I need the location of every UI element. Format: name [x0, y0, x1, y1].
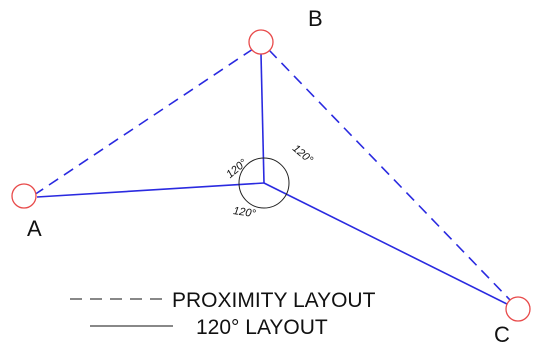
node-b [248, 29, 274, 55]
node-c [505, 296, 531, 322]
dashed-line-b-c [268, 49, 512, 302]
label-c: C [494, 322, 510, 344]
solid-line-center-b [260, 53, 265, 184]
node-a [11, 183, 37, 209]
solid-line-center-a [36, 182, 265, 198]
legend-solid-label: 120° LAYOUT [196, 316, 328, 339]
legend-dashed-label: PROXIMITY LAYOUT [172, 289, 376, 312]
angle-label-right: 120° [290, 143, 316, 167]
angle-label-left: 120° [224, 157, 250, 181]
angle-arc [238, 157, 290, 209]
label-b: B [308, 6, 323, 31]
solid-line-center-c [263, 182, 510, 306]
label-a: A [27, 216, 42, 241]
dashed-line-a-b [33, 48, 254, 196]
angle-label-bottom: 120° [232, 205, 257, 220]
